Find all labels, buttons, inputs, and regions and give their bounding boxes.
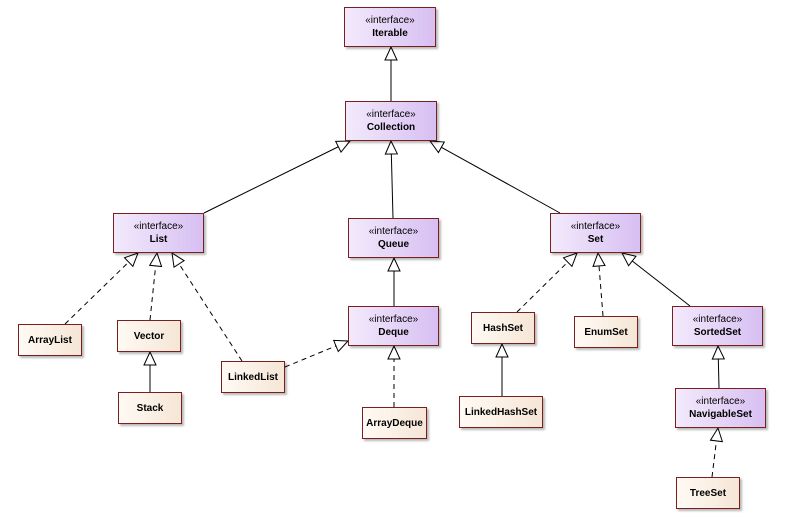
stereotype-label: «interface» [133, 220, 184, 232]
node-name: Stack [136, 402, 164, 414]
sortedset-to-set-line [631, 260, 691, 307]
hollow-triangle-arrow-icon [562, 252, 578, 268]
node-name: List [149, 233, 168, 245]
node-name: SortedSet [693, 326, 742, 338]
queue-to-collection-line [390, 153, 394, 219]
linkedlist-to-list-line [178, 263, 243, 362]
hollow-triangle-arrow-icon [387, 344, 401, 360]
treeset-to-navigableset-line [711, 440, 717, 478]
node-collection[interactable]: «interface» Collection [345, 101, 437, 141]
node-name: LinkedList [227, 371, 278, 383]
node-name: Vector [133, 330, 165, 342]
hollow-triangle-arrow-icon [495, 342, 509, 358]
navigableset-to-sortedset-line [717, 358, 720, 389]
hollow-triangle-arrow-icon [428, 140, 446, 154]
hollow-triangle-arrow-icon [332, 339, 350, 353]
node-name: Queue [377, 238, 410, 250]
node-name: LinkedHashSet [464, 406, 538, 418]
node-name: ArrayDeque [366, 417, 423, 429]
stereotype-label: «interface» [368, 313, 419, 325]
node-name: Collection [366, 121, 416, 133]
stereotype-label: «interface» [365, 14, 415, 26]
node-name: TreeSet [689, 487, 727, 499]
node-name: Set [587, 233, 604, 245]
node-iterable[interactable]: «interface» Iterable [344, 7, 436, 47]
stereotype-label: «interface» [695, 395, 746, 407]
node-deque[interactable]: «interface» Deque [348, 306, 439, 346]
stereotype-label: «interface» [692, 313, 743, 325]
arraylist-to-list-line [64, 261, 130, 325]
node-navigableset[interactable]: «interface» NavigableSet [675, 388, 766, 428]
list-to-collection-line [203, 146, 339, 214]
hollow-triangle-arrow-icon [387, 256, 401, 272]
linkedlist-to-deque-line [284, 345, 337, 368]
hollow-triangle-arrow-icon [711, 344, 726, 360]
node-arraydeque[interactable]: ArrayDeque [362, 407, 427, 439]
node-list[interactable]: «interface» List [113, 213, 204, 253]
node-sortedset[interactable]: «interface» SortedSet [672, 306, 763, 346]
node-hashset[interactable]: HashSet [471, 312, 535, 344]
stereotype-label: «interface» [570, 220, 621, 232]
node-name: HashSet [482, 322, 523, 334]
hollow-triangle-arrow-icon [384, 45, 398, 61]
hollow-triangle-arrow-icon [621, 252, 637, 267]
node-stack[interactable]: Stack [118, 392, 182, 424]
node-vector[interactable]: Vector [117, 320, 181, 352]
enumset-to-set-line [598, 265, 604, 317]
stereotype-label: «interface» [366, 108, 416, 120]
hashset-to-set-line [516, 261, 569, 313]
hollow-triangle-arrow-icon [334, 140, 352, 154]
hollow-triangle-arrow-icon [123, 252, 139, 268]
node-name: Deque [378, 326, 409, 338]
set-to-collection-line [441, 146, 561, 214]
node-name: NavigableSet [689, 408, 752, 420]
hollow-triangle-arrow-icon [148, 251, 163, 268]
hollow-triangle-arrow-icon [592, 251, 606, 267]
node-queue[interactable]: «interface» Queue [348, 218, 439, 258]
hollow-triangle-arrow-icon [709, 426, 724, 443]
node-enumset[interactable]: EnumSet [574, 316, 638, 348]
node-arraylist[interactable]: ArrayList [18, 324, 82, 356]
hollow-triangle-arrow-icon [143, 350, 157, 366]
hollow-triangle-arrow-icon [171, 251, 186, 269]
node-name: Iterable [372, 27, 408, 39]
vector-to-list-line [149, 265, 157, 321]
node-linkedhashset[interactable]: LinkedHashSet [459, 396, 543, 428]
hollow-triangle-arrow-icon [384, 139, 399, 155]
node-set[interactable]: «interface» Set [550, 213, 641, 253]
node-name: ArrayList [28, 334, 72, 346]
stereotype-label: «interface» [368, 225, 419, 237]
node-linkedlist[interactable]: LinkedList [221, 361, 285, 393]
node-name: EnumSet [584, 326, 628, 338]
node-treeset[interactable]: TreeSet [676, 477, 740, 509]
